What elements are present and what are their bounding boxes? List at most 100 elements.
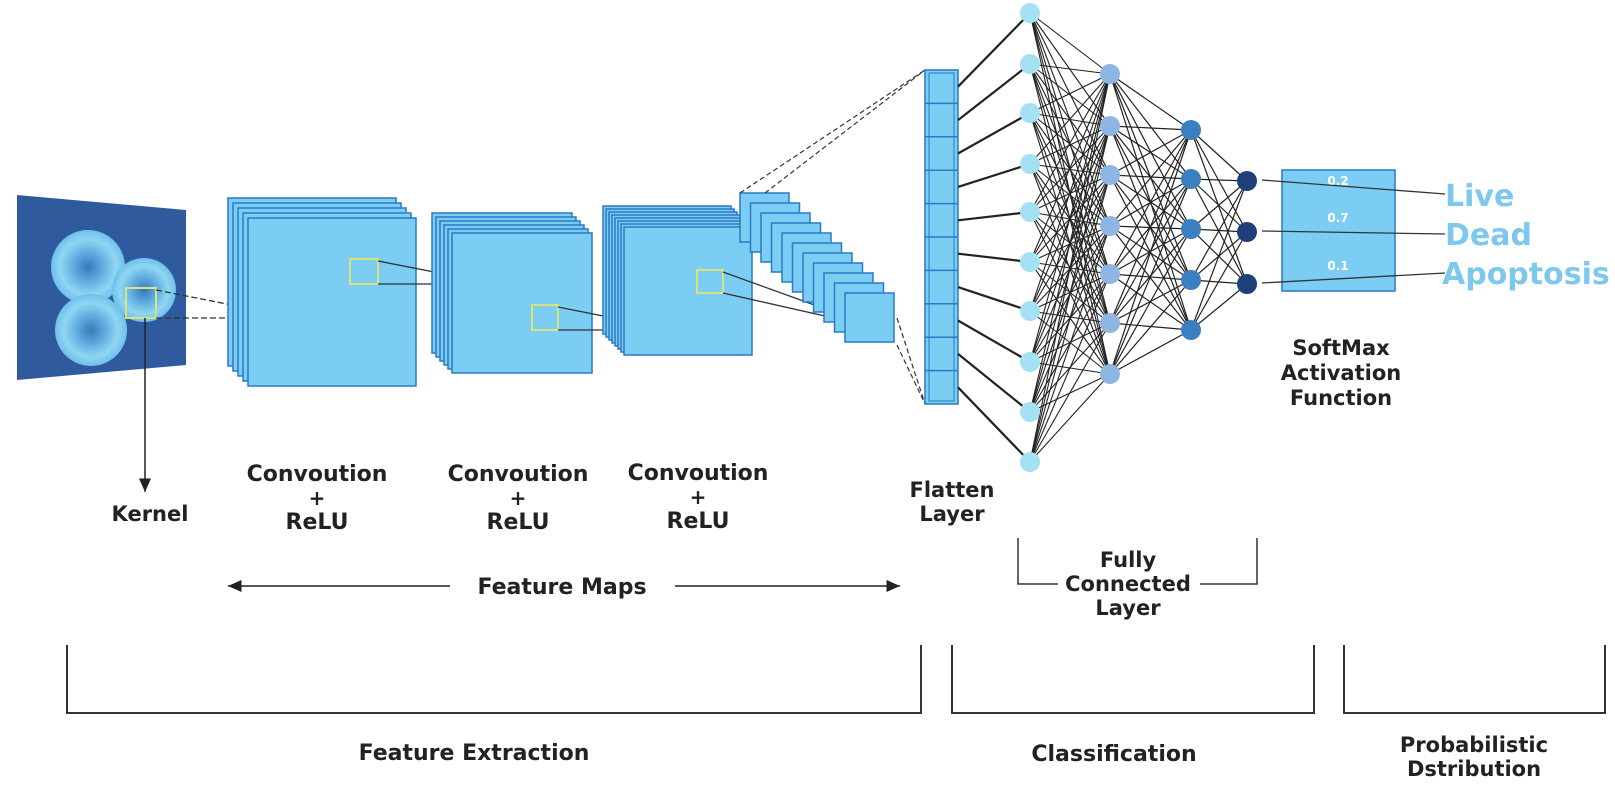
fc2-node xyxy=(1100,264,1120,284)
dense-edge xyxy=(1109,279,1192,375)
dense-edge xyxy=(1109,329,1192,375)
dense-edge xyxy=(1190,180,1248,331)
fc1-node xyxy=(1020,452,1040,472)
kernel-box xyxy=(349,258,379,285)
dense-edge xyxy=(1029,73,1111,114)
output-label-live: Live xyxy=(1445,179,1514,214)
bracket-classification xyxy=(951,645,1315,714)
dense-edge xyxy=(1190,129,1248,285)
dense-edge xyxy=(1190,231,1248,331)
dense-edge xyxy=(1109,129,1192,176)
feature-map-stack-1 xyxy=(227,197,417,387)
dense-edge xyxy=(1190,283,1248,331)
flatten-to-fc-edge xyxy=(957,12,1031,88)
dense-edge xyxy=(1029,174,1111,463)
cell xyxy=(55,294,127,366)
bottom-brackets xyxy=(66,645,1606,714)
fc2-node xyxy=(1100,216,1120,236)
fc1-node xyxy=(1020,352,1040,372)
flatten-to-fc-edge xyxy=(957,319,1031,363)
svg-text:+: + xyxy=(510,486,527,510)
kernel-label: Kernel xyxy=(112,502,189,526)
fc1-node xyxy=(1020,54,1040,74)
flatten-layer xyxy=(924,69,959,405)
fc1-node xyxy=(1020,252,1040,272)
dense-edge xyxy=(1109,178,1192,375)
svg-text:ReLU: ReLU xyxy=(286,510,349,535)
dense-edge xyxy=(1029,125,1111,463)
output-prob: 0.2 xyxy=(1327,174,1348,188)
fc2-node xyxy=(1100,116,1120,136)
dense-edge xyxy=(1029,73,1111,165)
svg-text:Convoution: Convoution xyxy=(628,461,769,486)
feature-map-stack-3 xyxy=(602,205,753,356)
dense-edge xyxy=(1109,129,1192,275)
fc2-node xyxy=(1100,364,1120,384)
conv-label-1: Convoution + ReLU xyxy=(247,462,388,535)
network-connections xyxy=(957,12,1248,463)
dense-edge xyxy=(1029,273,1111,463)
svg-text:+: + xyxy=(309,486,326,510)
dense-edge xyxy=(1190,129,1248,182)
fc3-node xyxy=(1181,169,1201,189)
network-nodes xyxy=(1020,3,1257,472)
dense-edge xyxy=(1029,322,1111,463)
fc1-node xyxy=(1020,103,1040,123)
fc2-node xyxy=(1100,165,1120,185)
flatten-to-fc-edge xyxy=(957,353,1031,413)
fc3-node xyxy=(1181,120,1201,140)
dense-edge xyxy=(1029,73,1111,363)
output-label-dead: Dead xyxy=(1445,218,1532,253)
svg-text:ReLU: ReLU xyxy=(487,510,550,535)
dense-edge xyxy=(1109,174,1192,180)
dense-edge xyxy=(1109,73,1192,131)
input-image xyxy=(17,195,186,380)
fc2-node xyxy=(1100,64,1120,84)
fc-label-2: Connected xyxy=(1065,572,1191,596)
softmax-label-1: SoftMax xyxy=(1292,336,1390,360)
dense-edge xyxy=(1190,129,1248,233)
output-prob: 0.1 xyxy=(1327,259,1348,273)
svg-text:Convoution: Convoution xyxy=(448,462,589,487)
dense-edge xyxy=(1109,129,1192,227)
fc3-node xyxy=(1181,320,1201,340)
fc1-node xyxy=(1020,154,1040,174)
probabilistic-label-2: Dstribution xyxy=(1407,757,1541,781)
dense-edge xyxy=(1029,73,1111,263)
dense-edge xyxy=(1029,73,1111,312)
fc-label-3: Layer xyxy=(1095,596,1161,620)
fc-label-1: Fully xyxy=(1100,548,1157,572)
feature-maps-label: Feature Maps xyxy=(477,575,646,600)
dense-edge xyxy=(1029,63,1111,127)
fc3-node xyxy=(1181,219,1201,239)
feature-map-stack-4 xyxy=(739,192,895,343)
kernel-box xyxy=(125,287,157,319)
flatten-to-fc-edge xyxy=(957,112,1031,155)
flatten-to-fc-edge xyxy=(957,386,1031,463)
flatten-to-fc-edge xyxy=(957,63,1031,121)
dense-edge xyxy=(1109,228,1192,375)
feature-map-slice xyxy=(844,292,895,343)
bracket-feature-extraction xyxy=(66,645,922,714)
flatten-to-fc-edge xyxy=(957,162,1031,188)
dense-edge xyxy=(1029,73,1111,213)
fc1-node xyxy=(1020,301,1040,321)
dense-edge xyxy=(1109,129,1192,324)
flatten-inner xyxy=(928,72,955,402)
conv-label-3: Convoution + ReLU xyxy=(628,461,769,534)
fc1-node xyxy=(1020,402,1040,422)
flatten-projection xyxy=(739,69,926,405)
svg-text:+: + xyxy=(690,485,707,509)
dense-edge xyxy=(1029,63,1111,75)
output-node xyxy=(1237,222,1257,242)
conv-label-2: Convoution + ReLU xyxy=(448,462,589,535)
fc1-node xyxy=(1020,202,1040,222)
cell xyxy=(51,230,125,304)
flatten-to-fc-edge xyxy=(957,210,1031,222)
output-node xyxy=(1237,274,1257,294)
flatten-label-2: Layer xyxy=(919,502,985,526)
probabilistic-label-1: Probabilistic xyxy=(1400,733,1548,757)
bracket-probabilistic xyxy=(1343,645,1606,714)
output-label-apoptosis: Apoptosis xyxy=(1442,257,1610,292)
